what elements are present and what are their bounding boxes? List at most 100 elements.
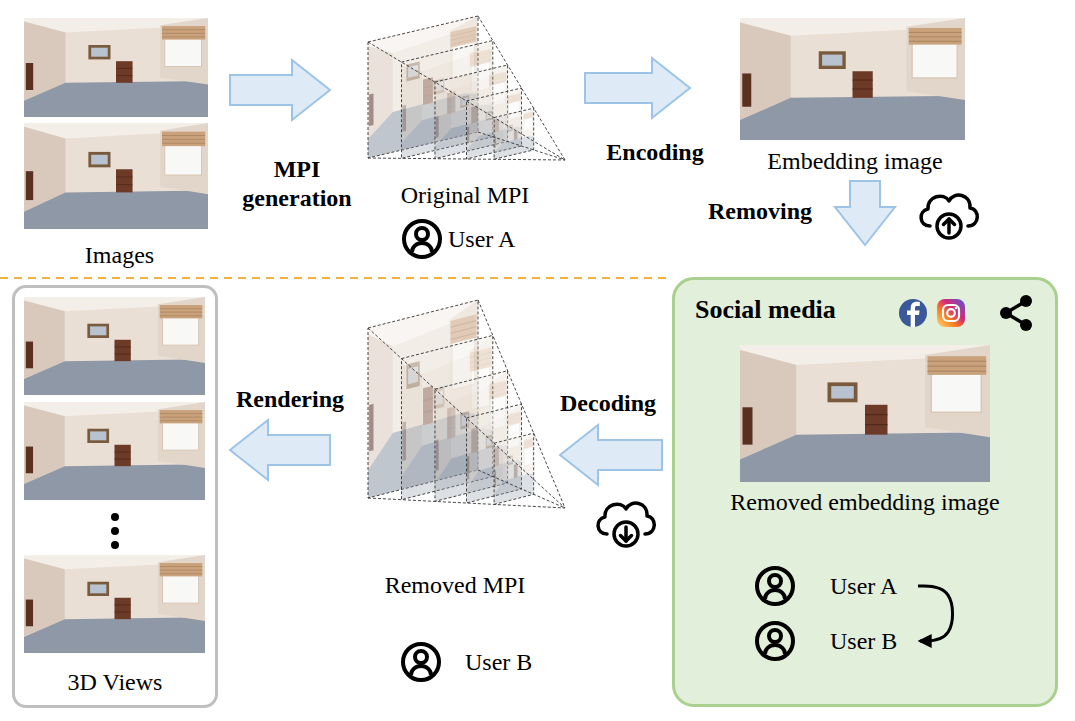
share-icon xyxy=(1020,295,1032,307)
instagram-icon xyxy=(943,305,959,321)
image-group: Images xyxy=(22,15,217,270)
curved-arrow xyxy=(918,586,953,641)
user-icon xyxy=(757,568,793,604)
image-caption: Removed embedding image xyxy=(730,488,999,517)
user-badge: User A xyxy=(403,218,524,260)
edge-label: Decoding xyxy=(543,389,673,418)
mpi-frustum xyxy=(494,433,534,504)
user-label: User A xyxy=(448,225,515,254)
user-icon xyxy=(403,644,439,680)
social-media-panel: Social mediaRemoved embedding imageUser … xyxy=(672,277,1058,707)
caption: Removed MPI xyxy=(385,571,526,600)
room-photo xyxy=(24,555,205,653)
block-arrow xyxy=(560,425,662,485)
social-panel-ground xyxy=(672,277,1058,707)
user-label: User B xyxy=(465,648,532,677)
cloud-upload-icon xyxy=(944,219,955,225)
room-photo xyxy=(24,18,990,653)
user-icon xyxy=(757,568,793,604)
ellipsis-dots xyxy=(111,541,119,549)
mpi-figure: Original MPI xyxy=(360,10,570,210)
user-icon xyxy=(415,651,427,663)
edge-label: Encoding xyxy=(588,138,722,167)
share-icon xyxy=(1000,295,1032,331)
user-icon xyxy=(411,666,431,675)
mpi-frustum xyxy=(368,42,565,160)
mpi-frustum xyxy=(494,108,534,159)
edge-label: MPI generation xyxy=(232,155,362,213)
mpi-frustum xyxy=(478,16,565,160)
cloud-download-icon xyxy=(621,536,632,542)
user-icon xyxy=(765,590,785,599)
block-arrow xyxy=(230,60,330,120)
user-badge: User B xyxy=(755,619,906,663)
edge-label-box: Removing xyxy=(690,197,830,226)
ellipsis-dots xyxy=(111,527,119,535)
cloud-download-icon xyxy=(614,522,638,546)
views-panel: 3D Views xyxy=(12,285,218,708)
caption: Original MPI xyxy=(401,181,530,210)
user-icon xyxy=(404,221,440,257)
edge-label: Rendering xyxy=(224,385,356,414)
user-label: User A xyxy=(830,572,897,601)
user-icon xyxy=(404,221,440,257)
share-icon xyxy=(1000,307,1012,319)
edge-label-box: Decoding xyxy=(543,389,673,418)
cloud-upload-icon xyxy=(921,195,977,226)
embedding-image: Embedding image xyxy=(735,8,975,176)
user-icon xyxy=(769,575,781,587)
room-photo xyxy=(24,18,208,117)
user-icon xyxy=(765,645,785,654)
panel-heading: Social media xyxy=(695,294,836,325)
ellipsis-dots xyxy=(111,513,119,521)
facebook-icon xyxy=(907,302,920,327)
block-arrow xyxy=(835,181,895,245)
user-icon xyxy=(757,623,793,659)
instagram-icon xyxy=(937,299,965,327)
mpi-frustum xyxy=(478,132,565,160)
mpi-frustum xyxy=(368,328,565,508)
edge-label-box: MPI generation xyxy=(232,155,362,213)
caption: Embedding image xyxy=(767,147,942,176)
user-icon xyxy=(416,228,428,240)
mpi-frustum xyxy=(368,16,565,160)
edge-label-box: Rendering xyxy=(224,385,356,414)
instagram-icon xyxy=(955,307,958,310)
user-icon xyxy=(769,630,781,642)
room-photo xyxy=(740,18,965,140)
room-photo xyxy=(24,402,205,500)
ellipsis-dots xyxy=(111,513,119,549)
edge-label: Removing xyxy=(690,197,830,226)
mpi-frustum xyxy=(494,108,534,159)
mpi-frustum xyxy=(478,470,565,508)
room-photo xyxy=(24,297,205,395)
divider-line xyxy=(0,277,668,279)
user-label: User B xyxy=(830,627,897,656)
room-photo xyxy=(24,123,208,229)
user-badge: User B xyxy=(400,640,541,684)
facebook-icon xyxy=(899,299,927,327)
user-icon xyxy=(403,221,793,680)
room-photo xyxy=(740,345,990,482)
mpi-frustum xyxy=(368,300,565,508)
mpi-frustum xyxy=(368,498,565,508)
cloud-upload-icon xyxy=(937,214,961,238)
user-badge: User A xyxy=(755,564,906,608)
cloud-upload-icon xyxy=(921,195,977,238)
mpi-figure: Removed MPI xyxy=(355,295,555,600)
user-icon xyxy=(403,644,439,680)
mpi-frustum xyxy=(368,158,565,160)
mpi-frustum xyxy=(494,433,534,504)
caption: Images xyxy=(85,241,154,270)
edge-label-box: Encoding xyxy=(588,138,722,167)
caption: 3D Views xyxy=(68,668,163,697)
instagram-icon xyxy=(937,299,965,327)
facebook-icon xyxy=(899,299,927,327)
share-icon xyxy=(1020,319,1032,331)
instagram-icon xyxy=(947,309,955,317)
